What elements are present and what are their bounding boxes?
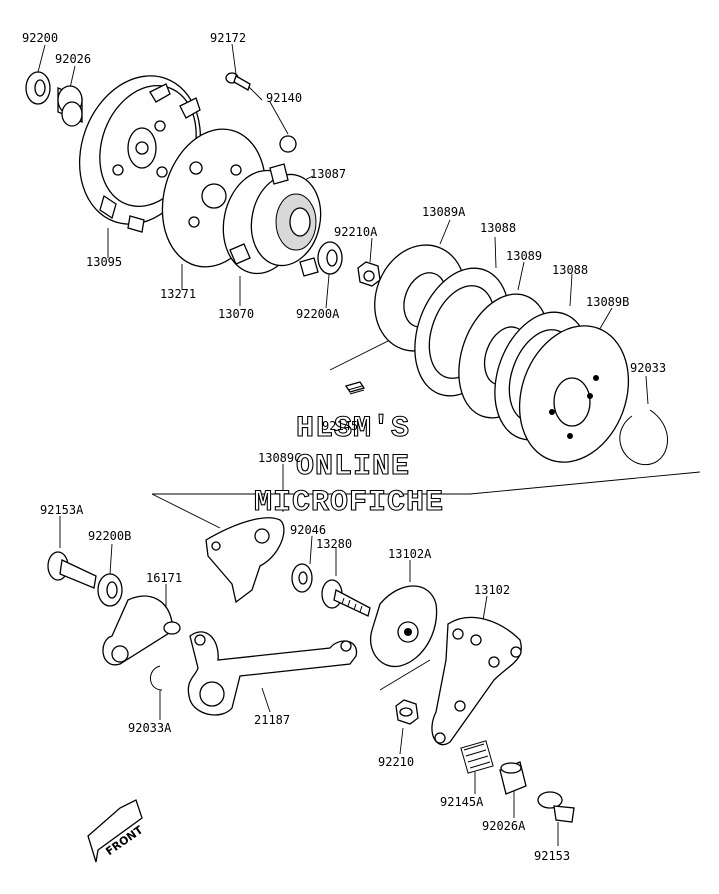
washer-92046 [291,563,313,593]
part-label: 92200B [88,529,131,543]
part-label: 13089 [506,249,542,263]
nut-92210 [395,699,419,725]
collar-92026 [57,85,83,127]
part-label: 92033 [630,361,666,375]
part-label: 13280 [316,537,352,551]
watermark-line-1: HLSM'S [296,412,410,446]
part-label: 21187 [254,713,290,727]
collar-92026A [499,761,527,795]
spring-92145 [344,381,366,395]
bolt-92172 [225,72,251,91]
part-label: 92210 [378,755,414,769]
watermark-line-3: MICROFICHE [254,486,444,520]
ball-92140 [279,135,297,153]
part-label: 13087 [310,167,346,181]
snap-ring-92033 [619,409,668,466]
leader-lines [37,43,701,846]
cam-13102A [370,585,438,668]
part-label: 13271 [160,287,196,301]
plate-13089B [518,325,630,463]
part-label: 92153 [534,849,570,863]
part-label: 13102 [474,583,510,597]
lever-16171 [102,595,181,666]
nut-92210A [357,261,381,287]
part-label: 13089B [586,295,629,309]
part-label: 13088 [480,221,516,235]
part-label: 92140 [266,91,302,105]
part-label: 13102A [388,547,432,561]
washer-92200A [317,241,343,275]
part-label: 92153A [40,503,84,517]
part-label: 92046 [290,523,326,537]
part-label: 13089C [258,451,301,465]
spring-92145A [460,740,494,774]
part-label: 92026A [482,819,526,833]
part-label: 92200 [22,31,58,45]
plate-13102 [431,616,522,746]
part-label: 13089A [422,205,466,219]
part-label: 92145A [440,795,484,809]
bolt-92153A [47,551,97,589]
part-label: 92172 [210,31,246,45]
washer-92200B [97,573,123,607]
part-label: 92210A [334,225,378,239]
part-label: 16171 [146,571,182,585]
plate-13089C [205,517,285,604]
washer-92200 [25,71,51,105]
part-label: 92026 [55,52,91,66]
part-label: 13070 [218,307,254,321]
part-label: 92033A [128,721,172,735]
pin-13280 [321,579,371,617]
bolt-92153 [537,791,575,823]
front-arrow: FRONT [87,799,146,863]
part-label: 13095 [86,255,122,269]
part-label: 92145 [322,419,358,433]
pedal-21187 [187,631,358,716]
clutch-hub-13070 [222,163,322,277]
part-label: 13088 [552,263,588,277]
watermark-line-2: ONLINE [296,450,410,484]
snap-ring-92033A [150,665,163,691]
part-label: 92200A [296,307,340,321]
part-labels: 92200 92026 92172 92140 13087 13095 1327… [22,31,666,863]
watermark: HLSM'S ONLINE MICROFICHE [253,411,444,520]
